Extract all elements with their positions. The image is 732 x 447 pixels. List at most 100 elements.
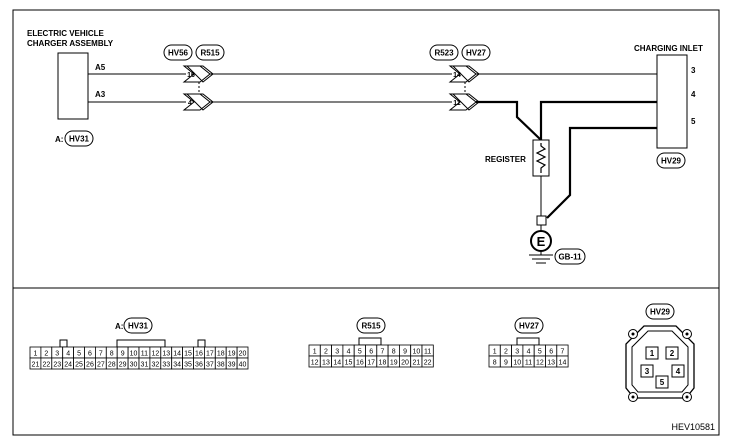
- hv31-pin-label: 6: [88, 351, 92, 358]
- r515-pin-cell: 1: [308, 344, 321, 357]
- ecu-pin-a5: A5: [95, 63, 106, 72]
- hv31-pin-label: 28: [108, 362, 116, 369]
- hv27-pin-label: 12: [536, 360, 544, 367]
- r515-pin-cell: 4: [342, 344, 355, 357]
- hv31-pin-cell: 38: [214, 357, 227, 370]
- heavy-wires: [476, 100, 657, 219]
- r515-pin-label: 12: [311, 360, 319, 367]
- hv31-pin-label: 9: [121, 351, 125, 358]
- hv27-pin-label: 6: [549, 349, 553, 356]
- r515-pin-cell: 10: [410, 344, 423, 357]
- hv31-pin-cell: 21: [29, 357, 42, 370]
- svg-text:HV29: HV29: [650, 308, 671, 317]
- joint-connector-1: HV56 R515 16 4: [163, 44, 225, 111]
- diagram-frame: [12, 9, 720, 436]
- hv31-pin-cell: 32: [149, 357, 162, 370]
- svg-text:1: 1: [650, 349, 655, 358]
- wires: [88, 73, 657, 103]
- r515-pin-label: 20: [401, 360, 409, 367]
- svg-text:HV56: HV56: [168, 49, 189, 58]
- hv31-pin-cell: 19: [225, 346, 238, 359]
- hv27-pin-label: 14: [559, 360, 567, 367]
- hv31-pin-label: 24: [64, 362, 72, 369]
- hv27-pin-label: 5: [538, 349, 542, 356]
- r515-pin-label: 8: [392, 349, 396, 356]
- ground-symbol: E GB-11: [529, 215, 586, 265]
- hv31-pin-label: 7: [99, 351, 103, 358]
- hv27-pin-cell: 14: [556, 355, 569, 368]
- r515-pin-label: 2: [324, 349, 328, 356]
- hv31-pin-label: 36: [195, 362, 203, 369]
- hv31-pin-cell: 7: [95, 346, 107, 359]
- hv31-pin-label: 16: [195, 351, 203, 358]
- svg-text:3: 3: [645, 367, 650, 376]
- ecu-title-line2: CHARGER ASSEMBLY: [27, 39, 114, 48]
- r515-pin-cell: 18: [376, 355, 389, 368]
- hv31-pin-cell: 24: [62, 357, 75, 370]
- wire-to-resistor: [476, 100, 542, 141]
- hv31-pin-label: 33: [162, 362, 170, 369]
- connector-hv29-view: HV29 1 2 3 4 5: [625, 303, 695, 402]
- r515-pin-cell: 20: [398, 355, 412, 368]
- hv31-pin-label: 2: [44, 351, 48, 358]
- hv31-pin-label: 39: [228, 362, 236, 369]
- hv31-prefix: A:: [115, 322, 123, 331]
- r515-pin-cell: 17: [365, 355, 378, 368]
- svg-text:GB-11: GB-11: [558, 253, 582, 262]
- joint2-id-left-badge: R523: [429, 44, 459, 61]
- joint2-pin-bottom: 11: [453, 100, 461, 107]
- r515-pin-label: 5: [358, 349, 362, 356]
- hv31-pin-label: 20: [239, 351, 247, 358]
- joint1-id-left-badge: HV56: [163, 44, 193, 61]
- r515-pin-cell: 21: [410, 355, 423, 368]
- hv31-pin-cell: 20: [236, 346, 249, 359]
- hv31-pin-label: 12: [151, 351, 159, 358]
- r515-pin-label: 22: [424, 360, 432, 367]
- svg-text:HV29: HV29: [661, 157, 682, 166]
- hv31-pin-label: 29: [119, 362, 127, 369]
- r515-pin-cell: 19: [387, 355, 400, 368]
- hv27-pin-label: 4: [527, 349, 531, 356]
- hv27-pin-cell: 1: [488, 344, 501, 357]
- hv31-pin-cell: 27: [95, 357, 107, 370]
- svg-text:HV27: HV27: [519, 322, 540, 331]
- figure-code: HEV10581: [671, 422, 715, 432]
- hv29-pin-1: 1: [645, 346, 659, 360]
- hv27-pin-cell: 8: [488, 355, 501, 368]
- hv27-pin-cell: 13: [545, 355, 558, 368]
- r515-pin-label: 11: [424, 349, 431, 356]
- hv27-id-badge: HV27: [514, 317, 544, 334]
- hv31-pin-label: 26: [86, 362, 94, 369]
- r515-pin-cell: 11: [421, 344, 434, 357]
- r515-pin-label: 17: [367, 360, 375, 367]
- hv31-pin-cell: 16: [193, 346, 205, 359]
- hv27-pin-label: 13: [547, 360, 555, 367]
- hv31-pin-cell: 10: [127, 346, 140, 359]
- hv27-pin-cell: 10: [511, 355, 524, 368]
- hv29-pin-5: 5: [655, 375, 669, 389]
- hv31-pin-cell: 33: [160, 357, 173, 370]
- ground-id-badge: GB-11: [554, 248, 586, 265]
- r515-pin-cell: 15: [342, 355, 355, 368]
- hv31-pin-cell: 18: [214, 346, 227, 359]
- hv31-pin-cell: 28: [105, 357, 118, 370]
- r515-pin-cell: 14: [331, 355, 344, 368]
- hv31-pin-cell: 29: [116, 357, 129, 370]
- svg-text:HV31: HV31: [69, 135, 90, 144]
- svg-text:R515: R515: [200, 49, 220, 58]
- r515-pin-label: 1: [313, 349, 317, 356]
- hv31-pin-label: 25: [75, 362, 83, 369]
- hv31-pin-cell: 1: [29, 346, 42, 359]
- r515-pin-cell: 7: [376, 344, 389, 357]
- hv31-pin-cell: 8: [105, 346, 118, 359]
- hv31-pin-cell: 37: [203, 357, 216, 370]
- hv31-pin-cell: 35: [182, 357, 194, 370]
- hv31-pin-label: 3: [55, 351, 59, 358]
- charging-inlet: CHARGING INLET 3 4 5 HV29: [634, 44, 703, 169]
- hv31-pin-cell: 5: [73, 346, 85, 359]
- svg-text:R523: R523: [434, 49, 454, 58]
- ecu-prefix: A:: [55, 135, 63, 144]
- hv27-pin-label: 2: [504, 349, 508, 356]
